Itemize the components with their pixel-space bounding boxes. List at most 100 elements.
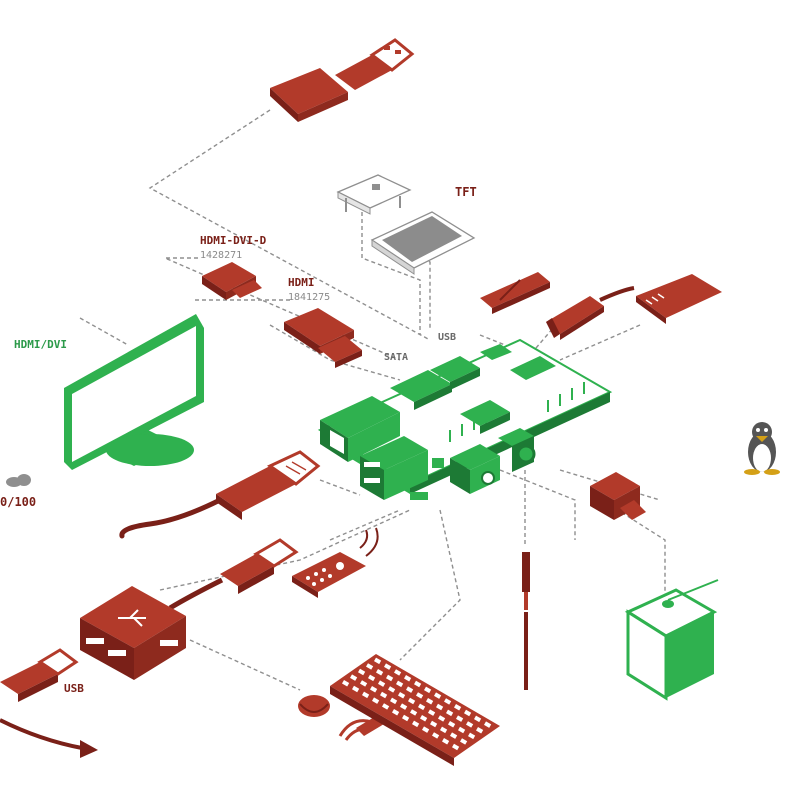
keyboard-key: [428, 709, 436, 716]
keyboard-key: [424, 686, 432, 694]
line-hdmi: [269, 324, 401, 381]
usb-bottom-label: USB: [64, 682, 84, 695]
keyboard-key: [476, 727, 484, 734]
line-hub: [159, 509, 411, 591]
keyboard-key: [454, 704, 462, 711]
keyboard-key: [342, 680, 350, 687]
keyboard-key: [408, 697, 416, 705]
keyboard-key: [384, 663, 392, 670]
raspberry-pi-board: [317, 338, 613, 500]
keyboard-key: [444, 698, 452, 705]
keyboard-key: [438, 715, 446, 722]
usb-hub: [80, 586, 186, 680]
keyboard-key: [372, 697, 380, 704]
usb-stick: [546, 286, 635, 340]
audio-jack: [522, 552, 530, 690]
keyboard-key: [416, 692, 424, 699]
cloud-icon: [6, 474, 31, 487]
keyboard-key: [358, 668, 366, 676]
keyboard-key: [374, 657, 382, 665]
line-remote: [329, 509, 401, 541]
line-mouse: [189, 639, 301, 691]
keyboard-key: [382, 703, 390, 710]
keyboard-key: [448, 721, 456, 728]
keyboard-key: [368, 674, 376, 682]
keyboard-key: [484, 721, 492, 728]
keyboard-key: [392, 709, 400, 716]
keyboard-key: [402, 714, 410, 722]
usb-symbol-icon: [118, 609, 146, 627]
line-usb-stick: [479, 319, 561, 356]
keyboard-key: [452, 743, 460, 751]
line-keyboard: [399, 509, 461, 661]
keyboard-key: [430, 720, 438, 728]
linux-penguin-icon: [744, 422, 780, 475]
card-reader: [270, 38, 415, 122]
tft-label: TFT: [455, 185, 477, 199]
keyboard-key: [456, 715, 464, 722]
keyboard-key: [426, 698, 434, 705]
keyboard-key: [442, 738, 450, 745]
keyboard-key: [352, 685, 360, 693]
keyboard-key: [432, 732, 440, 739]
line-camera: [609, 504, 666, 600]
keyboard-key: [410, 709, 418, 716]
hdmi-dvi-d-label: HDMI-DVI-D: [200, 234, 267, 247]
usb-plug: [0, 648, 79, 702]
tv: [624, 579, 719, 701]
line-ethernet-cable: [319, 479, 361, 496]
line-tft-2: [397, 244, 431, 330]
monitor: [64, 314, 204, 470]
keyboard-key: [386, 674, 394, 682]
keyboard-key: [398, 692, 406, 699]
hdmi-label: HDMI: [288, 276, 315, 289]
keyboard-key: [360, 680, 368, 687]
usb-cable: [168, 538, 299, 611]
hdmi-dvi-label: HDMI/DVI: [14, 338, 67, 351]
connector-lines: [79, 109, 666, 731]
tft-display: [336, 174, 476, 275]
keyboard-key: [406, 686, 414, 693]
line-sd-card: [559, 324, 641, 361]
keyboard-key: [414, 680, 422, 688]
keyboard-key: [446, 709, 454, 717]
keyboard-key: [434, 692, 442, 699]
usb-top-label: USB: [438, 332, 456, 343]
keyboard-key: [378, 680, 386, 687]
line-tft: [361, 205, 421, 335]
hdmi-adapter: [284, 308, 362, 368]
keyboard-key: [468, 732, 476, 740]
keyboard-key: [460, 738, 468, 745]
line-card-reader: [148, 109, 431, 341]
hdmi-dvi-d-adapter: [202, 262, 262, 300]
keyboard: [330, 654, 500, 766]
keyboard-key: [436, 703, 444, 711]
keyboard-key: [380, 691, 388, 699]
keyboard-key: [440, 726, 448, 734]
keyboard-key: [376, 669, 384, 676]
keyboard-key: [366, 663, 374, 670]
sata-label: SATA: [384, 352, 408, 363]
keyboard-key: [400, 703, 408, 710]
remote-control: [292, 527, 379, 598]
video-connector: [590, 472, 646, 520]
keyboard-key: [458, 726, 466, 734]
keyboard-key: [420, 715, 428, 722]
keyboard-key: [418, 703, 426, 711]
keyboard-key: [474, 715, 482, 723]
keyboard-key: [450, 732, 458, 739]
keyboard-key: [396, 680, 404, 688]
ethernet-cable: [119, 450, 321, 539]
keyboard-key: [388, 686, 396, 693]
ethernet-speed-label: 0/100: [0, 495, 36, 509]
arrow-icon: [0, 718, 98, 758]
ribbon-connector: [480, 272, 550, 314]
keyboard-key: [422, 726, 430, 733]
keyboard-key: [350, 674, 358, 681]
mouse: [298, 695, 330, 717]
line-video: [499, 469, 576, 540]
keyboard-key: [466, 721, 474, 728]
hdmi-dvi-d-part-number: 1428271: [200, 250, 242, 261]
line-monitor: [79, 317, 129, 346]
